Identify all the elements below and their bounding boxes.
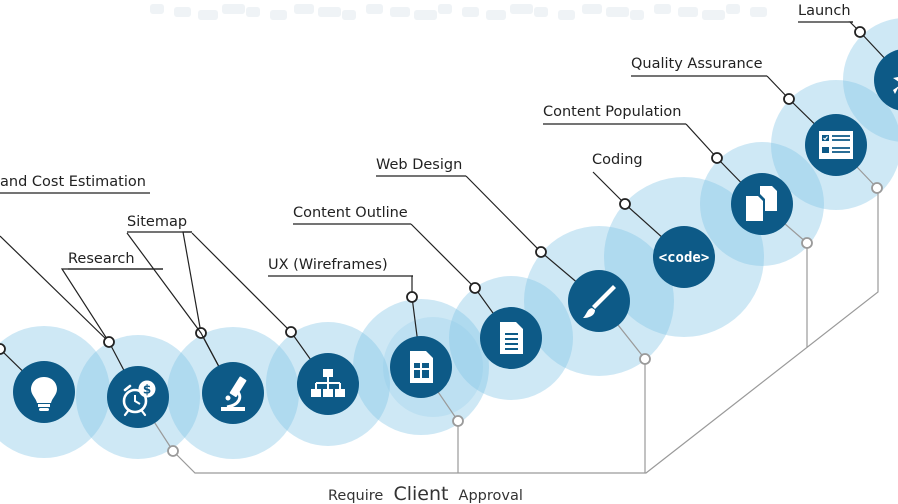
step-nodes: <code> xyxy=(13,49,898,428)
step-connector-dot xyxy=(619,198,631,210)
step-node xyxy=(107,366,169,428)
step-node xyxy=(390,336,452,398)
checklist-icon xyxy=(818,130,854,160)
leader-line xyxy=(0,235,110,343)
step-connector-dot xyxy=(854,26,866,38)
step-label: Sitemap xyxy=(127,214,187,230)
step-node xyxy=(297,353,359,415)
step-node xyxy=(13,361,75,423)
approval-bracket-line xyxy=(172,188,879,474)
step-connector-dot xyxy=(0,343,6,355)
step-label: UX (Wireframes) xyxy=(268,257,388,273)
step-node xyxy=(480,307,542,369)
step-connector-dot xyxy=(535,246,547,258)
step-connector-dot xyxy=(469,282,481,294)
step-label: Content Population xyxy=(543,104,681,120)
step-connector-dot xyxy=(783,93,795,105)
step-node xyxy=(874,49,898,111)
step-label: Content Outline xyxy=(293,205,408,221)
step-connector-dot xyxy=(103,336,115,348)
step-connector-dot xyxy=(711,152,723,164)
wireframe-document-icon xyxy=(410,351,433,383)
code-icon: <code> xyxy=(659,250,710,266)
step-label-group: Coding xyxy=(592,152,685,258)
step-node-circle xyxy=(107,366,169,428)
step-label: Quality Assurance xyxy=(631,56,763,72)
approval-checkpoint-dot xyxy=(167,445,179,457)
caption-prefix: Require xyxy=(328,488,383,504)
approval-checkpoint-dot xyxy=(871,182,883,194)
step-node: <code> xyxy=(653,226,715,288)
client-approval-caption: Require Client Approval xyxy=(328,483,523,504)
step-label-group: Research xyxy=(60,251,163,398)
step-label: Launch xyxy=(798,3,851,19)
step-node-circle xyxy=(653,226,715,288)
step-node xyxy=(568,270,630,332)
caption-emphasis: Client xyxy=(393,483,448,504)
document-icon xyxy=(499,321,524,355)
halo-circle xyxy=(843,18,898,142)
step-node xyxy=(805,114,867,176)
approval-checkpoint-dot xyxy=(639,353,651,365)
step-connector-dot xyxy=(406,291,418,303)
step-label-group: Launch xyxy=(798,3,898,74)
step-label: Research xyxy=(68,251,135,267)
step-label-group: UX (Wireframes) xyxy=(268,257,422,368)
step-label: Web Design xyxy=(376,157,462,173)
caption-suffix: Approval xyxy=(459,488,523,504)
step-label: Coding xyxy=(592,152,643,168)
step-connector-dot xyxy=(285,326,297,338)
step-node xyxy=(202,362,264,424)
approval-checkpoint-dot xyxy=(801,237,813,249)
step-label: and Cost Estimation xyxy=(0,174,146,190)
step-node-circle xyxy=(874,49,898,111)
faded-header-text xyxy=(0,0,898,30)
step-node xyxy=(731,173,793,235)
approval-checkpoint-dot xyxy=(452,415,464,427)
